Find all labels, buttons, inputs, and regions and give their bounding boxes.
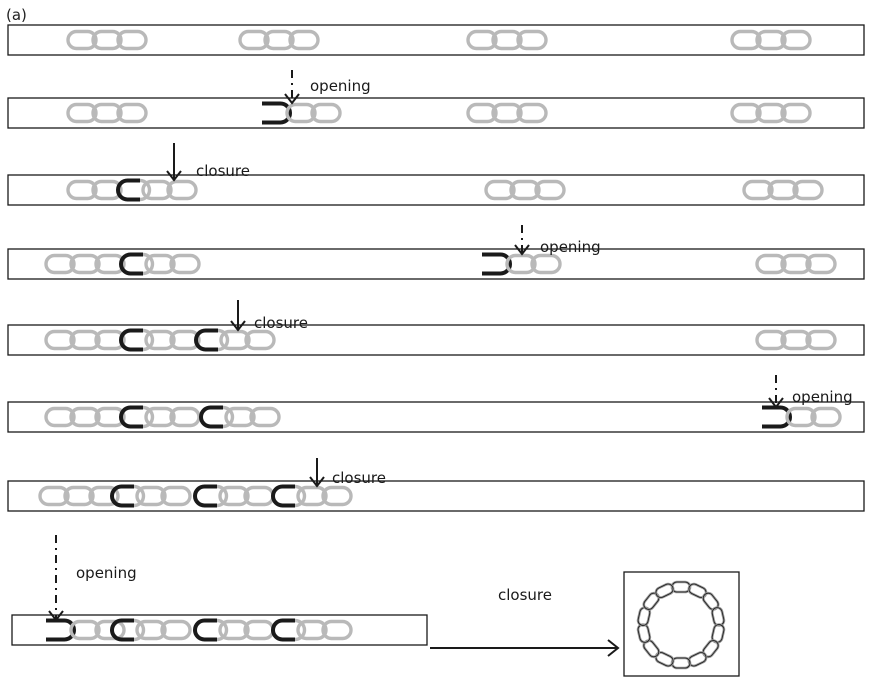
step-label: opening [540, 238, 601, 256]
step-label: opening [76, 564, 137, 582]
step-label: opening [310, 77, 371, 95]
chain-strip [8, 98, 864, 128]
panel-label: (a) [6, 6, 27, 24]
step-label: closure [254, 314, 308, 332]
closed-ring [624, 572, 739, 676]
chain-strip [8, 25, 864, 55]
step-label: closure [196, 162, 250, 180]
step-label: closure [332, 469, 386, 487]
step-label: opening [792, 388, 853, 406]
step-arrows [49, 70, 783, 656]
step-label: closure [498, 586, 552, 604]
